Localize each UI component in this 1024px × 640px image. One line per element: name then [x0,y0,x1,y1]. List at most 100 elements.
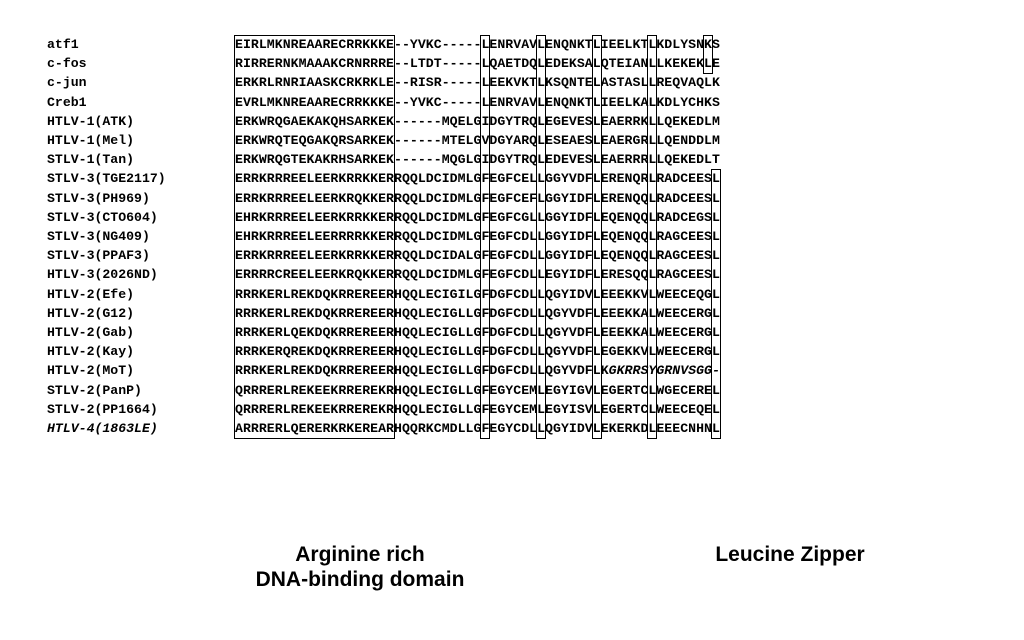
residue: E [616,401,625,417]
residue: S [346,113,355,129]
residue: - [394,75,402,91]
residue: D [672,209,681,225]
residue: A [608,133,617,148]
residue: L [258,94,267,110]
residue: R [330,248,339,264]
residue: R [394,229,402,244]
residue: C [433,286,442,302]
residue: G [473,325,482,340]
residue: D [521,248,530,264]
residue: G [473,133,482,148]
sequence-name: c-jun [47,75,87,91]
residue: V [568,363,577,379]
residue: F [505,344,514,360]
residue: G [704,305,712,321]
residue: Q [401,382,410,398]
residue: T [513,113,522,129]
residue: K [425,421,434,436]
residue: L [417,325,426,340]
residue: Q [290,325,299,340]
residue: F [481,286,490,302]
residue: A [314,113,323,129]
residue: G [473,209,482,225]
residue: L [592,382,601,398]
residue: A [354,133,363,148]
residue: C [513,267,522,283]
residue: E [560,56,569,72]
residue: R [656,229,665,244]
residue: R [250,286,259,302]
residue: G [696,209,705,225]
residue: I [441,248,450,264]
residue: C [338,37,347,52]
residue: Q [545,305,553,321]
residue: E [266,325,275,340]
residue: L [529,363,538,379]
residue: R [274,75,283,91]
residue: G [473,421,482,436]
residue: S [704,190,712,206]
residue: R [274,171,283,187]
residue: E [378,325,387,340]
residue: I [568,248,577,264]
residue: K [370,190,379,206]
residue: E [266,363,275,379]
residue: R [266,209,275,225]
residue: G [608,382,617,398]
residue: L [592,75,601,91]
residue: T [433,56,442,72]
residue: Q [322,344,331,360]
residue: A [664,209,673,225]
residue: - [433,152,442,168]
residue: R [242,171,251,187]
residue: I [441,363,450,379]
residue: N [282,75,291,91]
residue: L [465,286,474,302]
residue: L [481,75,490,91]
residue: E [457,113,466,129]
residue: R [386,305,394,321]
residue: L [537,152,546,168]
residue: Q [330,113,339,129]
residue: I [568,229,577,244]
residue: D [664,94,673,110]
residue: D [521,363,530,379]
residue: R [330,171,339,187]
residue: D [489,113,498,129]
residue: V [513,75,522,91]
residue: I [417,75,426,91]
residue: E [298,267,307,283]
residue: E [314,229,323,244]
residue: Y [680,94,689,110]
residue: L [537,325,546,340]
residue: R [656,75,665,91]
residue: Q [640,267,649,283]
residue: E [266,421,275,436]
residue: E [616,344,625,360]
residue: R [322,421,331,436]
residue: G [473,171,482,187]
residue: - [465,56,474,72]
residue: W [258,113,267,129]
residue: E [298,401,307,417]
residue: K [680,152,689,168]
residue: L [656,113,665,129]
residue: K [306,286,315,302]
residue: R [290,363,299,379]
residue: K [632,305,641,321]
residue: C [433,229,442,244]
residue: E [298,190,307,206]
residue: M [441,421,450,436]
residue: E [354,286,363,302]
residue: L [465,209,474,225]
residue: G [497,286,506,302]
residue: E [290,171,299,187]
residue: Q [274,152,283,168]
residue: R [346,305,355,321]
residue: D [521,421,530,436]
sequence-name: HTLV-2(Efe) [47,286,135,302]
residue: K [306,363,315,379]
residue: Q [409,267,418,283]
residue: E [489,171,498,187]
residue: L [417,382,426,398]
